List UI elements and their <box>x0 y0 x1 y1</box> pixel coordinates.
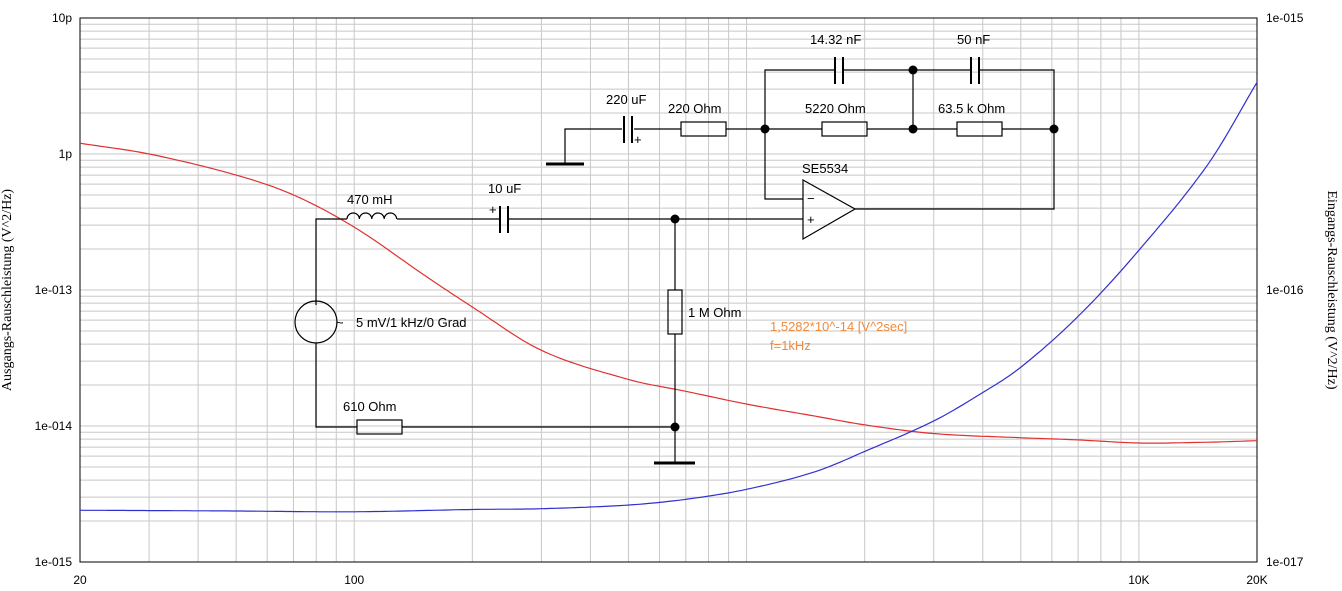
resistor-220-ohm <box>680 121 727 137</box>
annotation-value: 1,5282*10^-14 [V^2sec] <box>770 319 907 334</box>
x-tick-label: 100 <box>344 573 364 587</box>
grid <box>80 18 1257 562</box>
res-5220-label: 5220 Ohm <box>805 101 866 116</box>
junction-dot <box>908 65 918 75</box>
junction-dot <box>760 124 770 134</box>
x-tick-label: 20K <box>1246 573 1267 587</box>
y-right-tick-label: 1e-015 <box>1266 11 1304 25</box>
x-tick-label: 20 <box>73 573 87 587</box>
junction-dot <box>908 124 918 134</box>
x-tick-label: 10K <box>1128 573 1149 587</box>
res-610-label: 610 Ohm <box>343 399 396 414</box>
tick-labels: 20 100 10K 20K 10p 1p 1e-013 1e-014 1e-015 1e-015… <box>35 11 1304 587</box>
ac-symbol: ~ <box>336 315 344 330</box>
output-noise-curve <box>79 142 1258 444</box>
y-right-tick-label: 1e-016 <box>1266 283 1304 297</box>
cap-plus-mark: + <box>634 132 642 147</box>
cap-1432nf-label: 14.32 nF <box>810 32 861 47</box>
y-left-tick-label: 1e-014 <box>35 419 73 433</box>
input-noise-curve <box>79 81 1258 513</box>
opamp-plus: + <box>807 212 815 227</box>
cap-220uf-label: 220 uF <box>606 92 647 107</box>
opamp-label: SE5534 <box>802 161 848 176</box>
y-left-label: Ausgangs-Rauschleistung (V^2/Hz) <box>0 189 15 391</box>
res-63k5-label: 63.5 k Ohm <box>938 101 1005 116</box>
y-left-tick-label: 1p <box>59 147 73 161</box>
series-group <box>79 81 1258 513</box>
source-label: 5 mV/1 kHz/0 Grad <box>356 315 467 330</box>
cap-10uf-label: 10 uF <box>488 181 521 196</box>
y-left-tick-label: 10p <box>52 11 72 25</box>
wire <box>315 218 347 305</box>
y-left-tick-label: 1e-015 <box>35 555 73 569</box>
inductor-470mh <box>346 212 398 220</box>
annotation-frequency: f=1kHz <box>770 338 811 353</box>
cap-plus-mark: + <box>489 202 497 217</box>
ind-470mh-label: 470 mH <box>347 192 393 207</box>
junction-dot <box>1049 124 1059 134</box>
plot-frame <box>79 17 1258 563</box>
wire <box>855 69 1055 210</box>
res-220-label: 220 Ohm <box>668 101 721 116</box>
resistor-63k5-ohm <box>956 121 1003 137</box>
y-right-label: Eingangs-Rauschleistung (V^2/Hz) <box>1324 190 1339 389</box>
wire <box>315 343 357 428</box>
wire <box>764 69 834 129</box>
wire <box>564 128 622 164</box>
opamp-symbol <box>802 178 857 241</box>
cap-50nf-label: 50 nF <box>957 32 990 47</box>
y-right-tick-label: 1e-017 <box>1266 555 1304 569</box>
opamp-minus: − <box>807 191 815 206</box>
res-1m-label: 1 M Ohm <box>688 305 741 320</box>
wire <box>764 129 803 200</box>
y-left-tick-label: 1e-013 <box>35 283 73 297</box>
circuit-schematic: + 220 uF 220 Ohm 14.32 nF 50 nF 5220 Ohm… <box>294 32 1059 465</box>
resistor-5220-ohm <box>821 121 868 137</box>
